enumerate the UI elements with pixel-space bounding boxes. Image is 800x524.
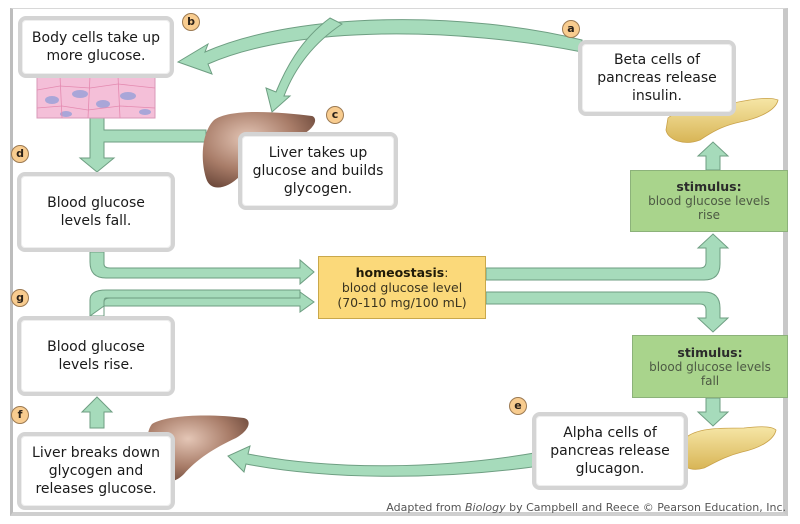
step-a-line: pancreas release (597, 70, 717, 86)
badge-e: e (509, 397, 527, 415)
arrow-glucagon-to-liver (227, 445, 541, 477)
credit-book: Biology (465, 501, 506, 514)
step-c-box: Liver takes up glucose and builds glycogen… (238, 132, 398, 210)
credit-suffix: by Campbell and Reece © Pearson Educatio… (505, 501, 786, 514)
badge-f: f (11, 406, 29, 424)
step-c-line: glycogen. (283, 181, 353, 197)
arrow-blood-rise-to-homeostasis (88, 289, 315, 317)
homeostasis-colon: : (444, 265, 449, 280)
arrow-liver-release-to-blood-rise (80, 396, 114, 429)
homeostasis-line: blood glucose level (341, 280, 463, 295)
arrow-insulin-to-liver (265, 17, 343, 113)
pancreas-icon-bottom (679, 426, 777, 470)
homeostasis-range: (70-110 mg/100 mL) (337, 295, 467, 310)
step-g-box: Blood glucose levels rise. (17, 316, 175, 396)
arrow-insulin-to-body-cells (176, 19, 583, 75)
stimulus-fall-box: stimulus: blood glucose levels fall (632, 335, 788, 398)
stimulus-rise-title: stimulus: (676, 179, 742, 194)
step-d-line: Blood glucose (47, 195, 145, 211)
arrow-body-cells-to-blood-fall (78, 117, 207, 173)
step-e-line: Alpha cells of (563, 425, 657, 441)
badge-g: g (11, 289, 29, 307)
credit-line: Adapted from Biology by Campbell and Ree… (386, 501, 786, 514)
arrow-homeostasis-to-stimulus-rise (485, 233, 730, 281)
arrow-stimulus-rise-to-pancreas (696, 141, 730, 171)
step-f-box: Liver breaks down glycogen and releases gl… (17, 432, 175, 510)
stimulus-rise-box: stimulus: blood glucose levels rise (630, 170, 788, 232)
badge-c: c (326, 106, 344, 124)
step-d-box: Blood glucose levels fall. (17, 172, 175, 252)
stimulus-fall-line: fall (700, 373, 720, 388)
stimulus-fall-title: stimulus: (677, 344, 743, 360)
step-g-line: levels rise. (58, 357, 134, 373)
step-f-line: releases glucose. (35, 481, 157, 497)
arrow-homeostasis-to-stimulus-fall (485, 291, 730, 333)
step-e-line: glucagon. (575, 461, 645, 477)
step-e-line: pancreas release (550, 443, 670, 459)
stimulus-rise-line: blood glucose levels (648, 194, 770, 208)
step-b-line: more glucose. (46, 48, 146, 64)
step-g-line: Blood glucose (47, 339, 145, 355)
step-a-line: Beta cells of (613, 52, 701, 68)
badge-b: b (182, 13, 200, 31)
step-b-box: Body cells take up more glucose. (18, 16, 174, 78)
body-cells-tissue-icon (36, 75, 156, 119)
step-e-box: Alpha cells of pancreas release glucagon. (532, 412, 688, 490)
step-a-line: insulin. (631, 88, 683, 104)
step-c-line: glucose and builds (252, 163, 384, 179)
step-f-line: glycogen and (48, 463, 144, 479)
arrow-stimulus-fall-to-pancreas (696, 397, 730, 427)
homeostasis-title: homeostasis (355, 265, 445, 280)
step-c-line: Liver takes up (268, 145, 368, 161)
credit-prefix: Adapted from (386, 501, 465, 514)
arrow-blood-fall-to-homeostasis (89, 251, 315, 286)
step-f-line: Liver breaks down (32, 445, 160, 461)
step-d-line: levels fall. (60, 213, 132, 229)
badge-a: a (562, 20, 580, 38)
stimulus-fall-line: blood glucose levels (649, 359, 771, 374)
step-b-line: Body cells take up (31, 30, 161, 46)
stimulus-rise-line: rise (698, 208, 720, 222)
step-a-box: Beta cells of pancreas release insulin. (578, 40, 736, 116)
badge-d: d (11, 145, 29, 163)
homeostasis-box: homeostasis: blood glucose level (70-110… (318, 256, 486, 319)
